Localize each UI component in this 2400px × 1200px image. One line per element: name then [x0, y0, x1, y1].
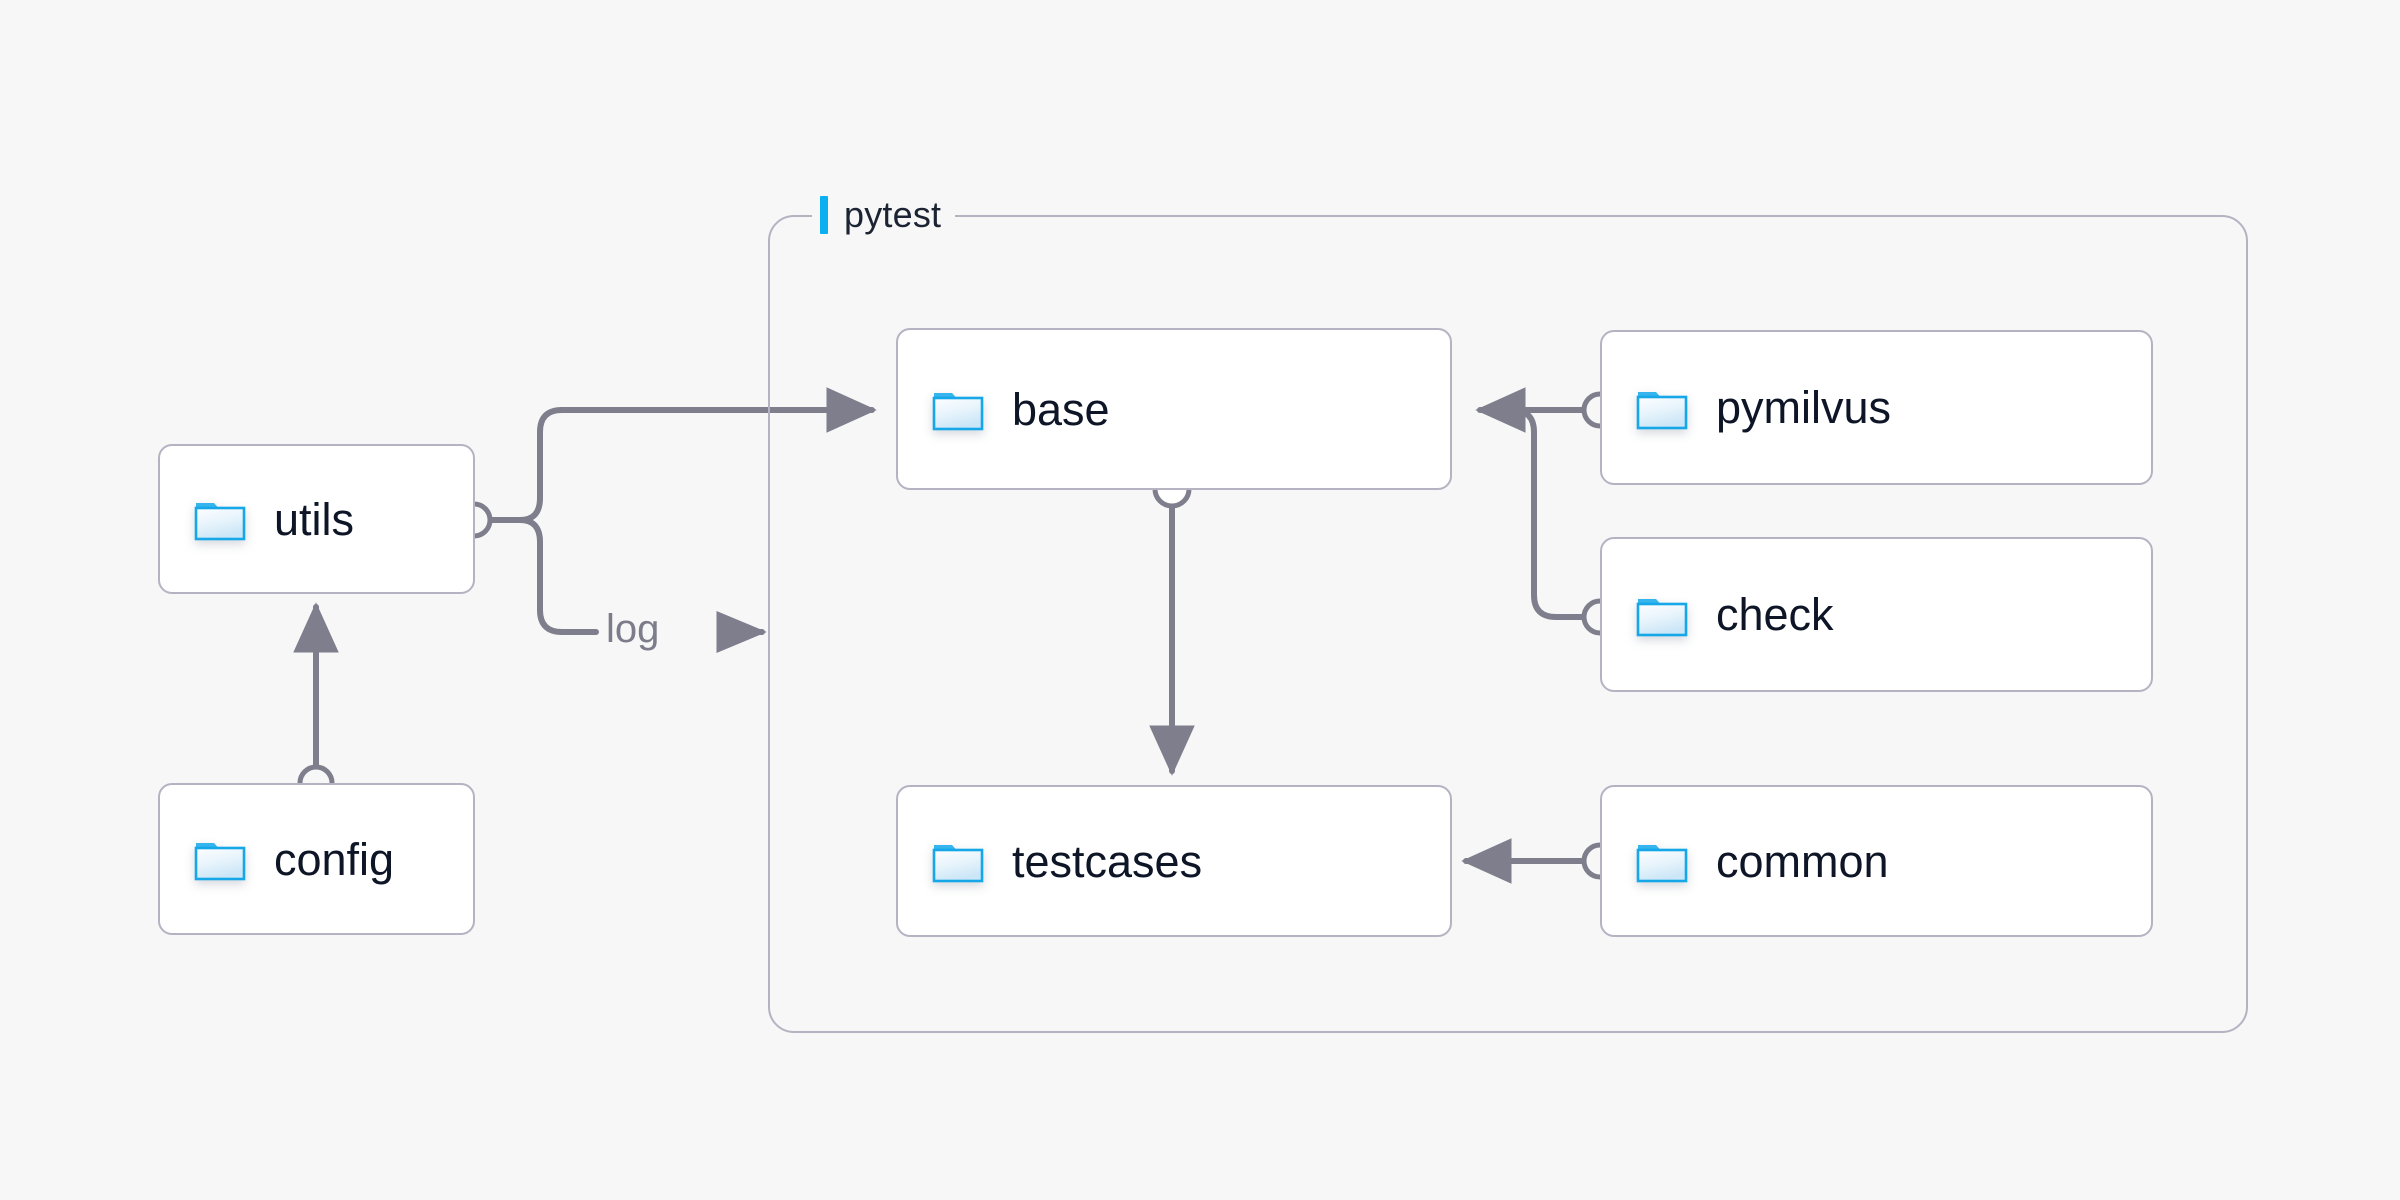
group-title: pytest	[844, 194, 942, 235]
group-pytest-frame	[768, 215, 2248, 1033]
node-base[interactable]: base	[896, 328, 1452, 490]
node-label: common	[1716, 835, 1889, 887]
node-check[interactable]: check	[1600, 537, 2153, 692]
node-testcases[interactable]: testcases	[896, 785, 1452, 937]
folder-icon	[1636, 845, 1688, 883]
node-utils[interactable]: utils	[158, 444, 475, 594]
node-pymilvus[interactable]: pymilvus	[1600, 330, 2153, 485]
node-label: testcases	[1012, 835, 1203, 887]
folder-icon	[1636, 391, 1688, 429]
accent-bar-icon	[820, 196, 828, 234]
folder-icon	[932, 845, 984, 883]
folder-icon	[932, 393, 984, 431]
edge-label-log: log	[606, 607, 660, 651]
node-label: base	[1012, 383, 1110, 435]
group-pytest-label: pytest	[812, 192, 956, 238]
folder-icon	[1636, 598, 1688, 636]
edge-utils-log	[489, 517, 599, 635]
node-label: check	[1716, 589, 1834, 640]
folder-icon	[194, 503, 246, 541]
folder-icon	[194, 843, 246, 881]
node-config[interactable]: config	[158, 783, 475, 935]
node-label: utils	[274, 493, 355, 545]
node-label: pymilvus	[1716, 382, 1892, 433]
node-label: config	[274, 833, 395, 885]
node-common[interactable]: common	[1600, 785, 2153, 937]
